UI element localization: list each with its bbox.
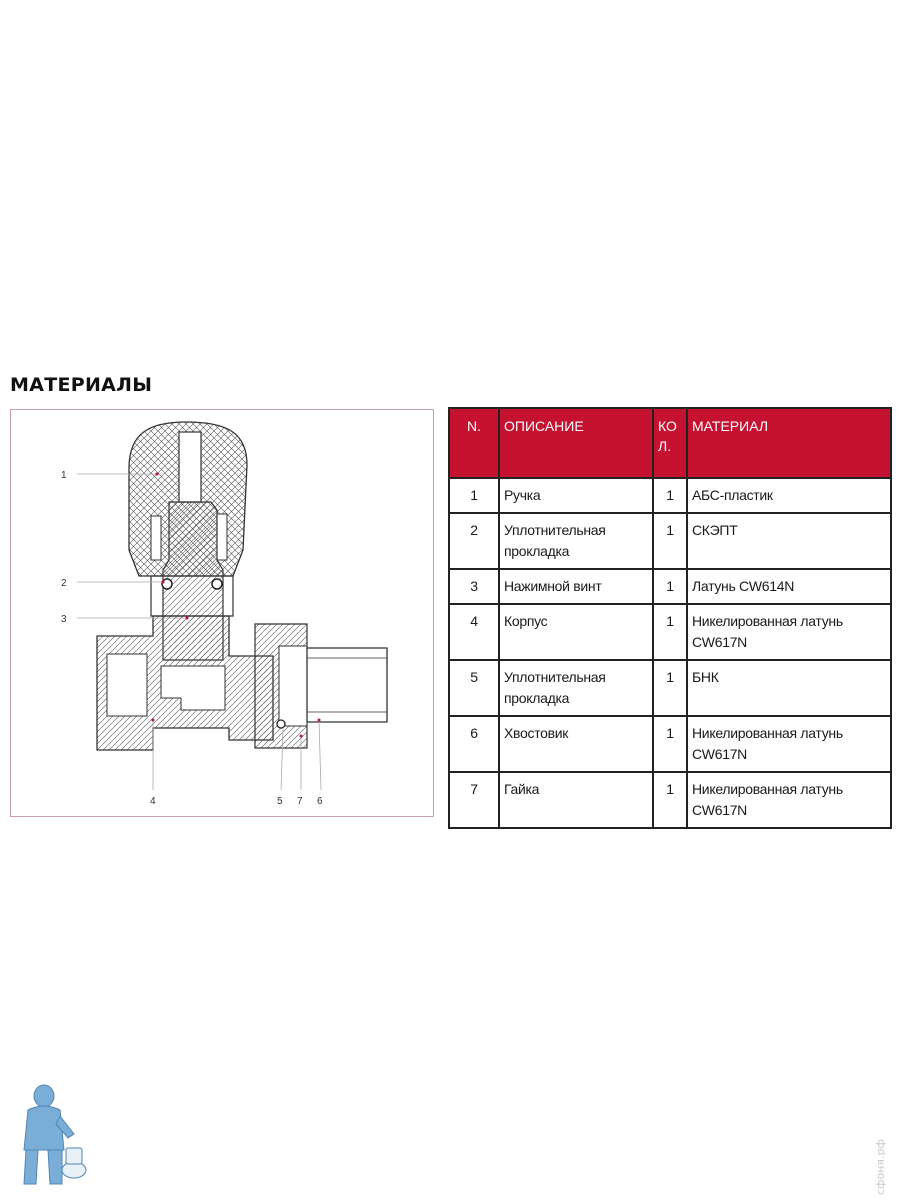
section-title: МАТЕРИАЛЫ [10,374,153,396]
table-row: 6 Хвостовик 1 Никелированная латунь CW61… [448,715,892,773]
header-num: N. [448,407,500,479]
table-row: 1 Ручка 1 АБС-пластик [448,477,892,514]
callout-5: 5 [277,796,283,807]
table-row: 4 Корпус 1 Никелированная латунь CW617N [448,603,892,661]
header-description: ОПИСАНИЕ [498,407,654,479]
callout-1: 1 [61,470,67,481]
callout-3: 3 [61,614,67,625]
callout-7: 7 [297,796,303,807]
site-watermark: сфоня.рф [874,1139,887,1195]
tailpiece [306,647,388,723]
valve-cross-section-drawing: 1 2 3 4 5 7 6 [61,421,388,807]
callout-2: 2 [61,578,67,589]
table-row: 7 Гайка 1 Никелированная латунь CW617N [448,771,892,829]
valve-drawing-frame: 1 2 3 4 5 7 6 [10,409,434,817]
table-row: 3 Нажимной винт 1 Латунь CW614N [448,568,892,605]
callout-6: 6 [317,796,323,807]
header-material: МАТЕРИАЛ [686,407,892,479]
plumber-mascot-icon [23,1084,87,1185]
callout-4: 4 [150,796,156,807]
